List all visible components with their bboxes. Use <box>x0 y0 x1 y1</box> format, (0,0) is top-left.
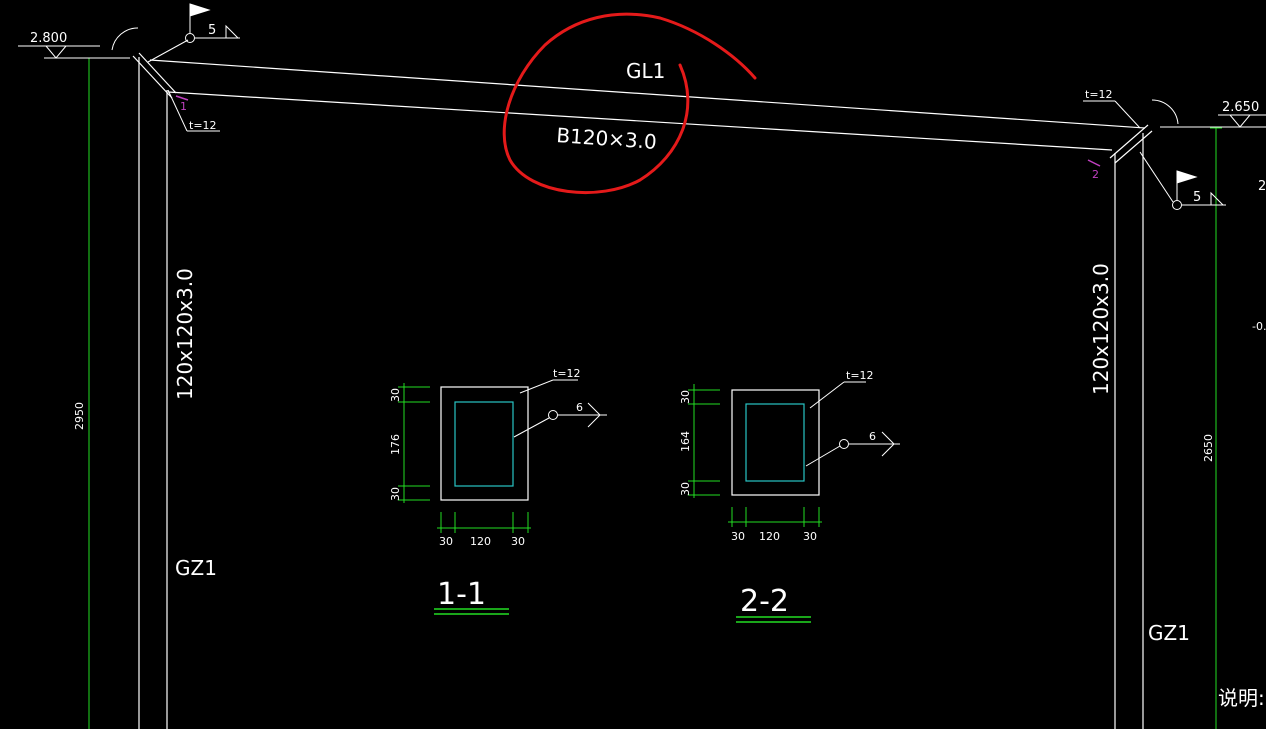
section-2-hdim-left: 30 <box>731 530 745 543</box>
section-1-vdim-bot: 30 <box>389 487 402 501</box>
section-2-2: t=12 6 30 164 30 30 120 30 2-2 <box>679 369 900 623</box>
elevation-triangle-left <box>45 45 67 59</box>
markup-circle <box>502 12 757 195</box>
weld-symbol-left <box>147 3 240 63</box>
end-plate-right-2 <box>1114 130 1153 164</box>
section-1-inner <box>454 401 514 487</box>
edge-fragment-2: -0. <box>1252 320 1266 333</box>
weld-size-left: 5 <box>208 23 216 38</box>
angle-arcs <box>111 27 1179 125</box>
weld-flag-left <box>189 3 211 17</box>
left-column-spec: 120x120x3.0 <box>173 268 197 400</box>
beam-name-label: GL1 <box>626 59 665 83</box>
plate-thickness-left: t=12 <box>189 119 217 132</box>
section-2-hdim-right: 30 <box>803 530 817 543</box>
section-1-hdim-right: 30 <box>511 535 525 548</box>
plate-leader-right <box>1083 100 1141 129</box>
section-1-hdim-left: 30 <box>439 535 453 548</box>
section-2-plate-label: t=12 <box>846 369 874 382</box>
section-mark-2: 2 <box>1092 168 1099 181</box>
weld-circle-left <box>185 33 195 43</box>
elevation-marker-left <box>18 45 130 59</box>
right-column-spec: 120x120x3.0 <box>1089 263 1113 395</box>
weld-symbol-right <box>1139 151 1226 210</box>
elevation-triangle-right <box>1229 114 1251 128</box>
section-2-hdim-mid: 120 <box>759 530 780 543</box>
beam-top-line <box>149 59 1146 129</box>
section-cut-marks <box>175 95 1101 167</box>
section-1-title: 1-1 <box>437 577 486 612</box>
section-2-title: 2-2 <box>740 584 789 619</box>
plate-leader-left <box>167 89 220 132</box>
height-dimension-lines <box>83 57 1222 729</box>
section-1-vdim-mid: 176 <box>389 434 402 455</box>
section-1-outer <box>440 386 529 501</box>
section-2-inner <box>745 403 805 482</box>
beam-gl1 <box>132 52 1153 164</box>
section-1-plate-label: t=12 <box>553 367 581 380</box>
section-2-vdim-mid: 164 <box>679 431 692 452</box>
elevation-left-label: 2.800 <box>30 31 67 46</box>
notes-label: 说明: <box>1218 686 1265 710</box>
section-mark-1: 1 <box>180 100 187 113</box>
beam-spec-label: B120×3.0 <box>556 123 658 154</box>
section-2-outer <box>731 389 820 496</box>
plate-thickness-right: t=12 <box>1085 88 1113 101</box>
section-1-weld-size: 6 <box>576 401 583 414</box>
section-2-vdim-bot: 30 <box>679 482 692 496</box>
elevation-right-label: 2.650 <box>1222 100 1259 115</box>
section-2-weld-size: 6 <box>869 430 876 443</box>
edge-fragment-1: 2 <box>1258 179 1266 194</box>
end-plate-left-2 <box>138 52 177 94</box>
section-2-vdim-top: 30 <box>679 390 692 404</box>
weld-circle-right <box>1172 200 1182 210</box>
weld-size-right: 5 <box>1193 190 1201 205</box>
beam-bottom-line <box>167 91 1113 151</box>
left-height-dim: 2950 <box>73 402 86 430</box>
columns <box>138 57 1144 729</box>
right-column-name: GZ1 <box>1148 621 1190 645</box>
section-1-1: t=12 6 30 176 30 30 120 30 1-1 <box>389 367 607 615</box>
left-column-name: GZ1 <box>175 556 217 580</box>
weld-flag-right <box>1176 170 1198 184</box>
section-1-vdim-top: 30 <box>389 388 402 402</box>
elevation-marker-right <box>1160 114 1266 128</box>
right-height-dim: 2650 <box>1202 434 1215 462</box>
section-1-hdim-mid: 120 <box>470 535 491 548</box>
end-plate-right <box>1109 124 1149 159</box>
